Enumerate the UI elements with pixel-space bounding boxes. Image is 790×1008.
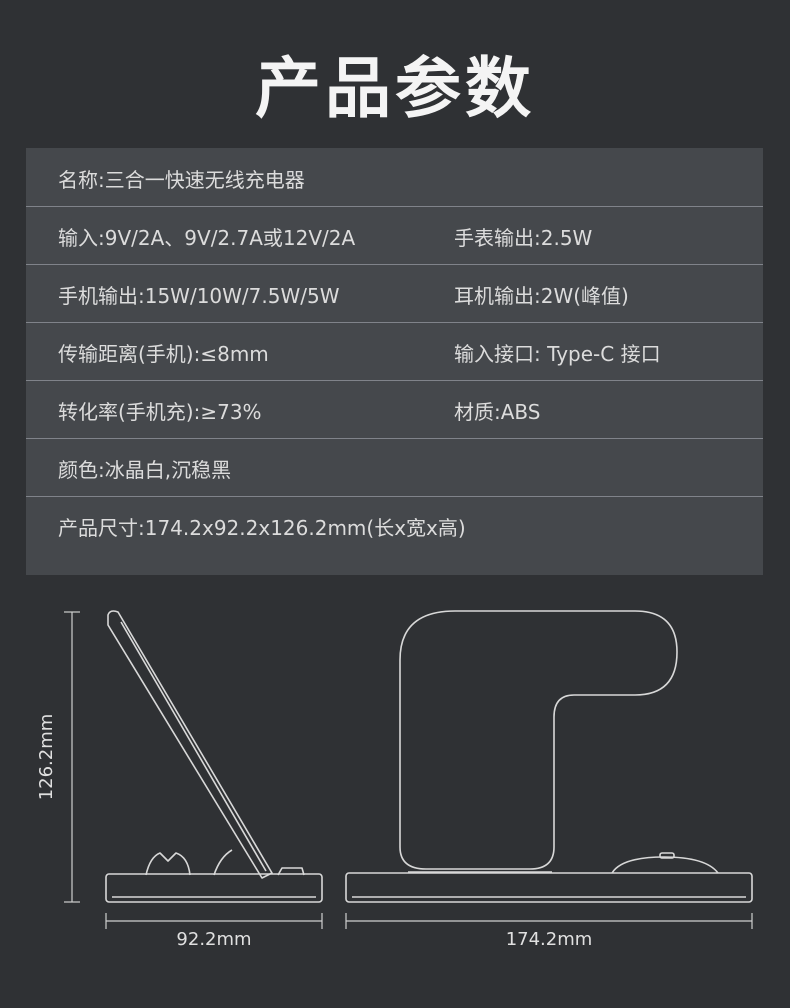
spec-watch-output: 手表输出:2.5W <box>454 226 593 250</box>
spec-name: 名称:三合一快速无线充电器 <box>58 168 305 192</box>
spec-row: 颜色:冰晶白,沉稳黑 <box>26 438 763 497</box>
spec-efficiency: 转化率(手机充):≥73% <box>58 400 262 424</box>
height-dimension <box>64 611 80 903</box>
spec-row: 传输距离(手机):≤8mm 输入接口: Type-C 接口 <box>26 322 763 381</box>
spec-port: 输入接口: Type-C 接口 <box>454 342 661 366</box>
spec-row: 名称:三合一快速无线充电器 <box>26 148 763 207</box>
spec-color: 颜色:冰晶白,沉稳黑 <box>58 458 232 482</box>
spec-earbuds-output: 耳机输出:2W(峰值) <box>454 284 629 308</box>
spec-table: 名称:三合一快速无线充电器 输入:9V/2A、9V/2.7A或12V/2A 手表… <box>26 148 763 575</box>
spec-distance: 传输距离(手机):≤8mm <box>58 342 269 366</box>
spec-size: 产品尺寸:174.2x92.2x126.2mm(长x宽x高) <box>58 516 466 540</box>
depth-label: 92.2mm <box>176 929 251 950</box>
depth-dimension <box>105 913 323 929</box>
front-view-icon <box>345 610 753 903</box>
length-label: 174.2mm <box>506 929 593 950</box>
spec-input: 输入:9V/2A、9V/2.7A或12V/2A <box>58 226 356 250</box>
side-view-icon <box>105 610 323 903</box>
spec-row: 转化率(手机充):≥73% 材质:ABS <box>26 380 763 439</box>
dimension-drawing: 126.2mm 92.2mm 174.2mm <box>36 610 753 950</box>
spec-row: 输入:9V/2A、9V/2.7A或12V/2A 手表输出:2.5W <box>26 206 763 265</box>
spec-phone-output: 手机输出:15W/10W/7.5W/5W <box>58 284 340 308</box>
spec-row: 产品尺寸:174.2x92.2x126.2mm(长x宽x高) <box>26 496 763 554</box>
page-title: 产品参数 <box>255 50 535 127</box>
height-label: 126.2mm <box>36 714 57 801</box>
length-dimension <box>345 913 753 929</box>
spec-material: 材质:ABS <box>454 400 541 424</box>
spec-row: 手机输出:15W/10W/7.5W/5W 耳机输出:2W(峰值) <box>26 264 763 323</box>
